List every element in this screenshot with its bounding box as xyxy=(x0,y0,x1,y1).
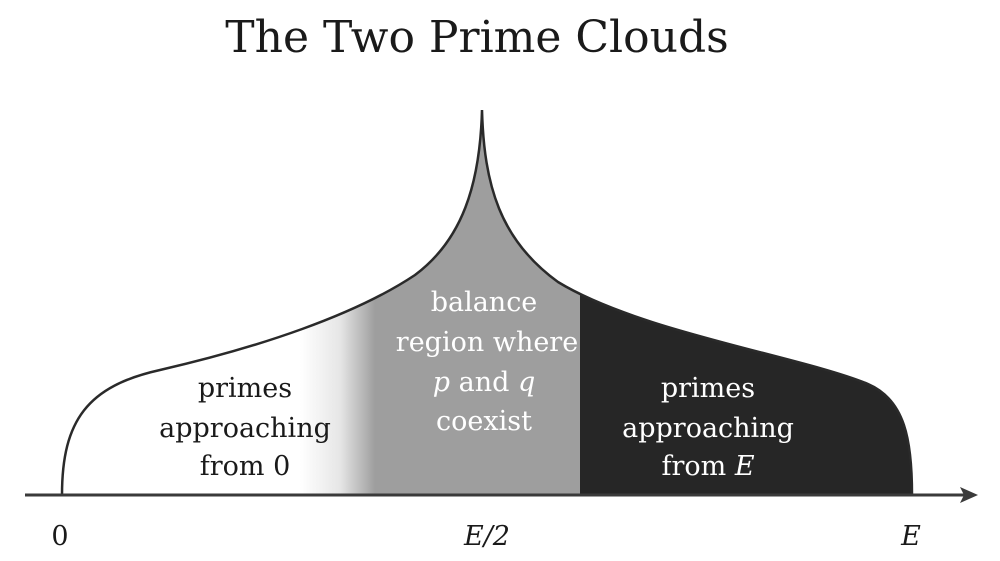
cloud-shape xyxy=(60,109,914,497)
e-variable: E xyxy=(734,451,755,482)
and-word: and xyxy=(450,367,518,398)
left-region-label: primes approaching from 0 xyxy=(159,373,331,482)
middle-region-label: balance region where p and q coexist xyxy=(396,287,578,437)
label-line: primes xyxy=(661,373,755,404)
label-line: p and q xyxy=(433,367,536,398)
label-line: from 0 xyxy=(200,451,291,482)
label-line: balance xyxy=(431,287,538,318)
tick-label-zero: 0 xyxy=(51,521,68,552)
label-line: primes xyxy=(198,373,292,404)
label-line: approaching xyxy=(159,413,331,444)
q-variable: q xyxy=(518,367,535,398)
label-line: approaching xyxy=(622,413,794,444)
label-line: region where xyxy=(396,327,578,358)
from-word: from xyxy=(661,451,734,482)
label-line: from E xyxy=(661,451,754,482)
tick-label-e: E xyxy=(900,521,921,552)
axis-arrow-icon xyxy=(960,487,978,503)
diagram-title: The Two Prime Clouds xyxy=(225,12,728,63)
p-variable: p xyxy=(433,367,450,398)
label-line: coexist xyxy=(436,406,532,437)
right-region-label: primes approaching from E xyxy=(622,373,794,482)
tick-label-half-e: E/2 xyxy=(463,521,510,552)
